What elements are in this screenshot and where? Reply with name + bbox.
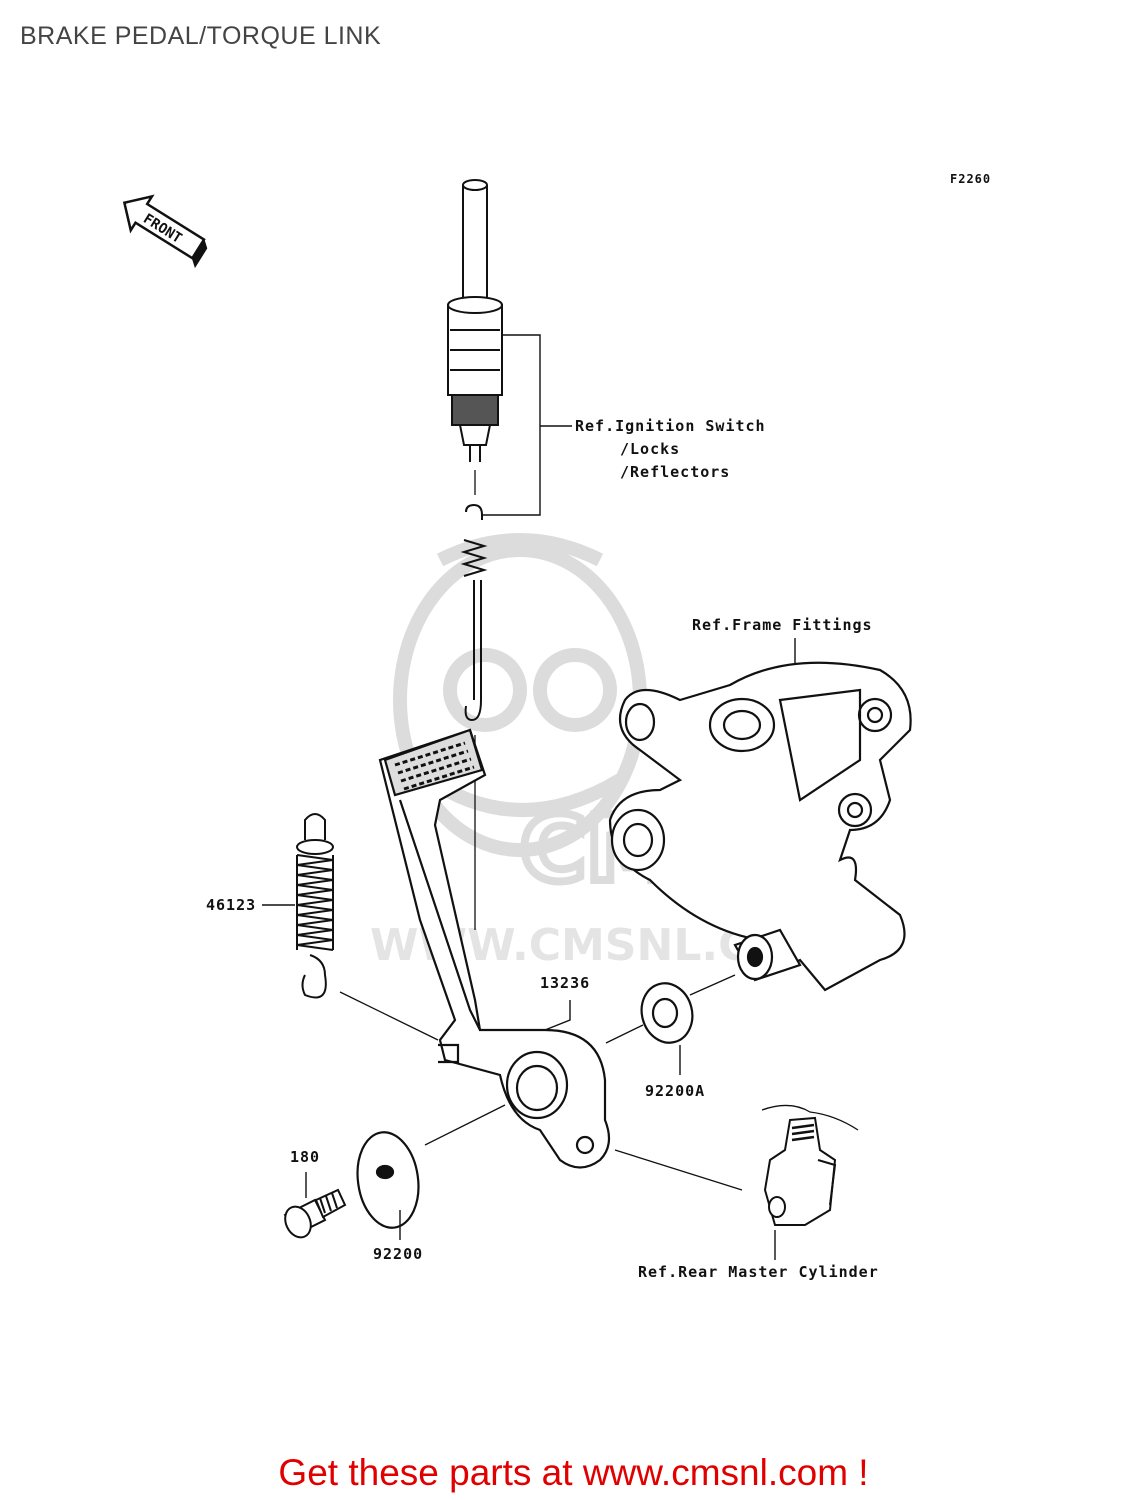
watermark-mascot bbox=[393, 533, 647, 857]
figure-code: F2260 bbox=[950, 172, 991, 186]
part-number-pedal: 13236 bbox=[540, 974, 590, 992]
washer-inner bbox=[640, 982, 694, 1044]
bolt bbox=[283, 1188, 347, 1239]
brake-light-switch bbox=[447, 179, 503, 495]
master-cylinder-clevis bbox=[761, 1104, 859, 1226]
leader-pedal bbox=[544, 1000, 571, 1031]
return-spring bbox=[296, 813, 439, 1041]
part-number-washer-outer: 92200 bbox=[373, 1245, 423, 1263]
callout-frame-fittings: Ref.Frame Fittings bbox=[692, 616, 873, 634]
callout-ignition-switch-2: /Locks bbox=[620, 440, 680, 458]
brake-pedal bbox=[378, 728, 611, 1169]
page-title: BRAKE PEDAL/TORQUE LINK bbox=[20, 22, 382, 50]
footer-text-suffix: ! bbox=[848, 1452, 869, 1493]
footer-promo: Get these parts at www.cmsnl.com ! bbox=[0, 1452, 1147, 1494]
leader-pedal-pivot bbox=[424, 1104, 506, 1146]
front-arrow: FRONT bbox=[122, 194, 208, 269]
callout-ignition-switch-1: Ref.Ignition Switch bbox=[575, 417, 766, 435]
callout-rear-master-cylinder: Ref.Rear Master Cylinder bbox=[638, 1263, 879, 1281]
ignition-switch-bracket bbox=[482, 334, 572, 516]
parts-diagram: CMS WWW.CMSNL.COM F2260 FRONT Ref.Igniti… bbox=[122, 172, 991, 1281]
footer-text-prefix: Get these parts at bbox=[278, 1452, 583, 1493]
callout-ignition-switch-3: /Reflectors bbox=[620, 463, 730, 481]
leader-clevis bbox=[614, 1149, 743, 1191]
frame-bracket bbox=[608, 661, 912, 992]
part-number-washer-inner: 92200A bbox=[645, 1082, 705, 1100]
footer-link[interactable]: www.cmsnl.com bbox=[582, 1452, 849, 1493]
washer-outer bbox=[356, 1131, 420, 1229]
part-number-spring: 46123 bbox=[206, 896, 256, 914]
leader-axle bbox=[605, 974, 736, 1044]
part-number-bolt: 180 bbox=[290, 1148, 320, 1166]
